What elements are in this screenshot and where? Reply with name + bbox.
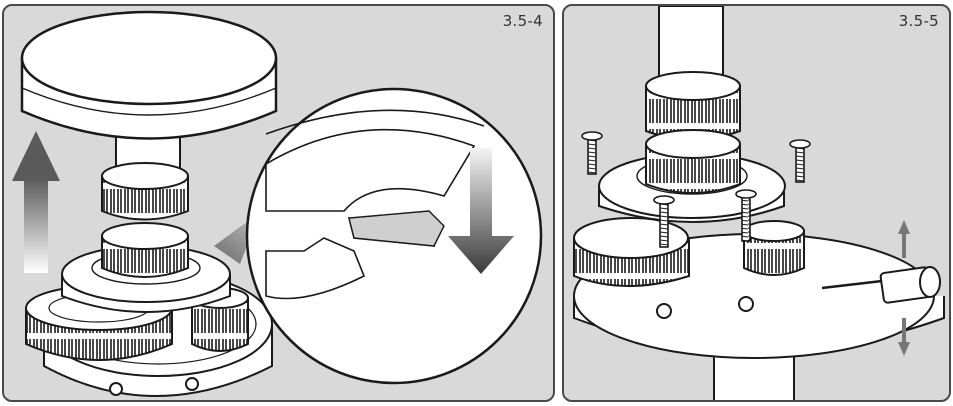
figure-label-right: 3.5-5 xyxy=(898,12,939,30)
lifting-cap xyxy=(20,10,278,140)
detail-magnifier xyxy=(245,87,543,385)
figure-panel-left: 3.5-4 xyxy=(2,4,555,402)
screw xyxy=(735,189,757,242)
lift-up-arrow xyxy=(12,131,60,273)
up-arrow xyxy=(898,220,910,258)
figure-illustration-left xyxy=(12,10,543,397)
screw xyxy=(653,195,675,248)
bearing-lower xyxy=(101,222,189,278)
bearing-upper xyxy=(645,71,741,141)
bearing-upper xyxy=(101,162,189,221)
figure-panel-right: 3.5-5 xyxy=(562,4,951,402)
screwdriver xyxy=(821,266,941,304)
screw xyxy=(789,139,811,183)
planet-gear-left xyxy=(573,217,690,287)
down-arrow xyxy=(898,318,910,356)
lower-down-arrow xyxy=(448,148,514,274)
screw xyxy=(581,131,603,175)
figure-label-left: 3.5-4 xyxy=(502,12,543,30)
bearing-lower xyxy=(645,129,741,194)
figure-illustration-right xyxy=(573,6,945,400)
planet-gear-right xyxy=(743,220,805,276)
